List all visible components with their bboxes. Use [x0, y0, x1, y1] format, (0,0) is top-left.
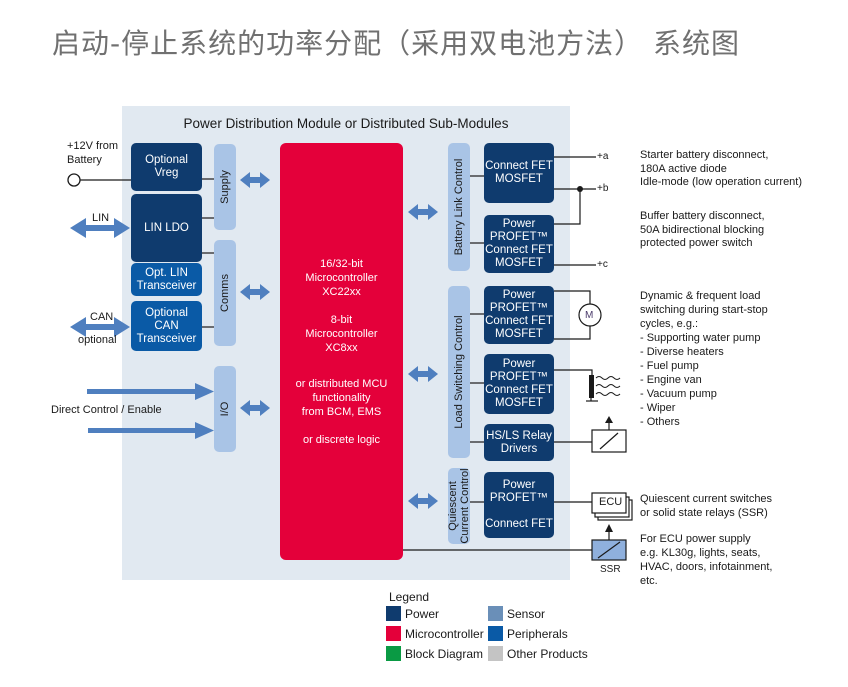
can-label: CAN	[90, 311, 114, 323]
direct-control-arrow-2-icon	[88, 422, 214, 439]
connect-fet-block: Connect FET MOSFET	[484, 143, 554, 203]
mcu-8-bit-text: 8-bit Microcontroller XC8xx	[305, 313, 378, 354]
comms-bus-label: Comms	[219, 274, 231, 312]
block-diagram-swatch-icon	[386, 646, 401, 661]
profet-connect-block: Power PROFET™ Connect FET MOSFET	[484, 215, 554, 273]
battery-terminal-icon	[67, 173, 81, 187]
microcontroller-swatch-icon	[386, 626, 401, 641]
heater-icon	[586, 375, 621, 402]
legend-label: Peripherals	[507, 626, 568, 641]
can-arrow-icon	[70, 317, 130, 337]
peripherals-swatch-icon	[488, 626, 503, 641]
relay-icon	[591, 416, 627, 453]
starter-battery-description: Starter battery disconnect, 180A active …	[640, 149, 803, 188]
profet-quiescent-block: Power PROFET™ Connect FET	[484, 472, 554, 538]
load-switching-bus-label: Load Switching Control	[453, 315, 465, 429]
io-mcu-arrow-icon	[240, 400, 270, 416]
legend-title: Legend	[389, 590, 430, 604]
relay-drivers-block: HS/LS Relay Drivers	[484, 424, 554, 461]
mcu-16-32-bit-text: 16/32-bit Microcontroller XC22xx	[305, 257, 378, 298]
ecu-icon	[591, 492, 633, 521]
comms-mcu-arrow-icon	[240, 284, 270, 300]
battery-link-bus: Battery Link Control	[448, 143, 470, 271]
motor-label: M	[585, 310, 594, 321]
legend-label: Sensor	[507, 606, 546, 621]
ssr-label: SSR	[600, 564, 621, 575]
direct-control-arrow-1-icon	[87, 383, 214, 400]
can-transceiver-block: Optional CAN Transceiver	[131, 301, 202, 351]
can-optional-label: optional	[78, 334, 117, 346]
battery-link-bus-label: Battery Link Control	[453, 158, 465, 256]
io-bus-label: I/O	[219, 401, 231, 417]
module-title: Power Distribution Module or Distributed…	[183, 116, 509, 131]
ecu-supply-description: For ECU power supply e.g. KL30g, lights,…	[640, 533, 773, 587]
supply-bus: Supply	[214, 144, 236, 230]
lin-arrow-icon	[70, 218, 130, 238]
direct-control-label: Direct Control / Enable	[51, 404, 162, 416]
terminal-c: +c	[597, 259, 608, 270]
motor-icon	[578, 303, 602, 327]
legend-item-microcontroller: Microcontroller	[386, 626, 484, 641]
battery-input-label: +12V from Battery	[67, 140, 119, 166]
load-switching-bus: Load Switching Control	[448, 286, 470, 458]
mcu-distributed-text: or distributed MCU functionality from BC…	[295, 377, 388, 418]
legend-item-other-products: Other Products	[488, 646, 588, 661]
lin-transceiver-block: Opt. LIN Transceiver	[131, 263, 202, 296]
comms-bus: Comms	[214, 240, 236, 346]
junction-dot	[577, 186, 583, 192]
supply-bus-label: Supply	[219, 170, 231, 204]
legend-item-block-diagram: Block Diagram	[386, 646, 483, 661]
ecu-label: ECU	[599, 496, 623, 508]
legend-label: Other Products	[507, 646, 588, 661]
microcontroller-block: 16/32-bit Microcontroller XC22xx 8-bit M…	[280, 143, 403, 560]
lin-ldo-block: LIN LDO	[131, 194, 202, 262]
supply-mcu-arrow-icon	[240, 172, 270, 188]
quiescent-bus: Quiescent Current Control	[447, 468, 471, 544]
terminal-a: +a	[597, 151, 609, 162]
optional-vreg-block: Optional Vreg	[131, 143, 202, 191]
terminal-b: +b	[597, 183, 609, 194]
other-products-swatch-icon	[488, 646, 503, 661]
ssr-icon	[591, 524, 627, 561]
legend-label: Block Diagram	[405, 646, 484, 661]
legend-item-power: Power	[386, 606, 439, 621]
quiescent-bus-label: Quiescent Current Control	[447, 468, 471, 544]
legend-item-peripherals: Peripherals	[488, 626, 568, 641]
mcu-battery-link-arrow-icon	[408, 204, 438, 220]
dynamic-load-description: Dynamic & frequent load switching during…	[640, 290, 768, 428]
io-bus: I/O	[214, 366, 236, 452]
mcu-quiescent-arrow-icon	[408, 493, 438, 509]
power-swatch-icon	[386, 606, 401, 621]
profet-load-block-2: Power PROFET™ Connect FET MOSFET	[484, 354, 554, 414]
sensor-swatch-icon	[488, 606, 503, 621]
mcu-load-switch-arrow-icon	[408, 366, 438, 382]
legend-label: Microcontroller	[405, 626, 484, 641]
lin-label: LIN	[92, 212, 110, 224]
buffer-battery-description: Buffer battery disconnect, 50A bidirecti…	[640, 210, 765, 249]
profet-load-block-1: Power PROFET™ Connect FET MOSFET	[484, 286, 554, 344]
quiescent-description: Quiescent current switches or solid stat…	[640, 493, 773, 519]
legend-item-sensor: Sensor	[488, 606, 545, 621]
page-title: 启动-停止系统的功率分配（采用双电池方法） 系统图	[52, 27, 741, 60]
mcu-discrete-text: or discrete logic	[302, 433, 381, 446]
legend-label: Power	[405, 606, 440, 621]
